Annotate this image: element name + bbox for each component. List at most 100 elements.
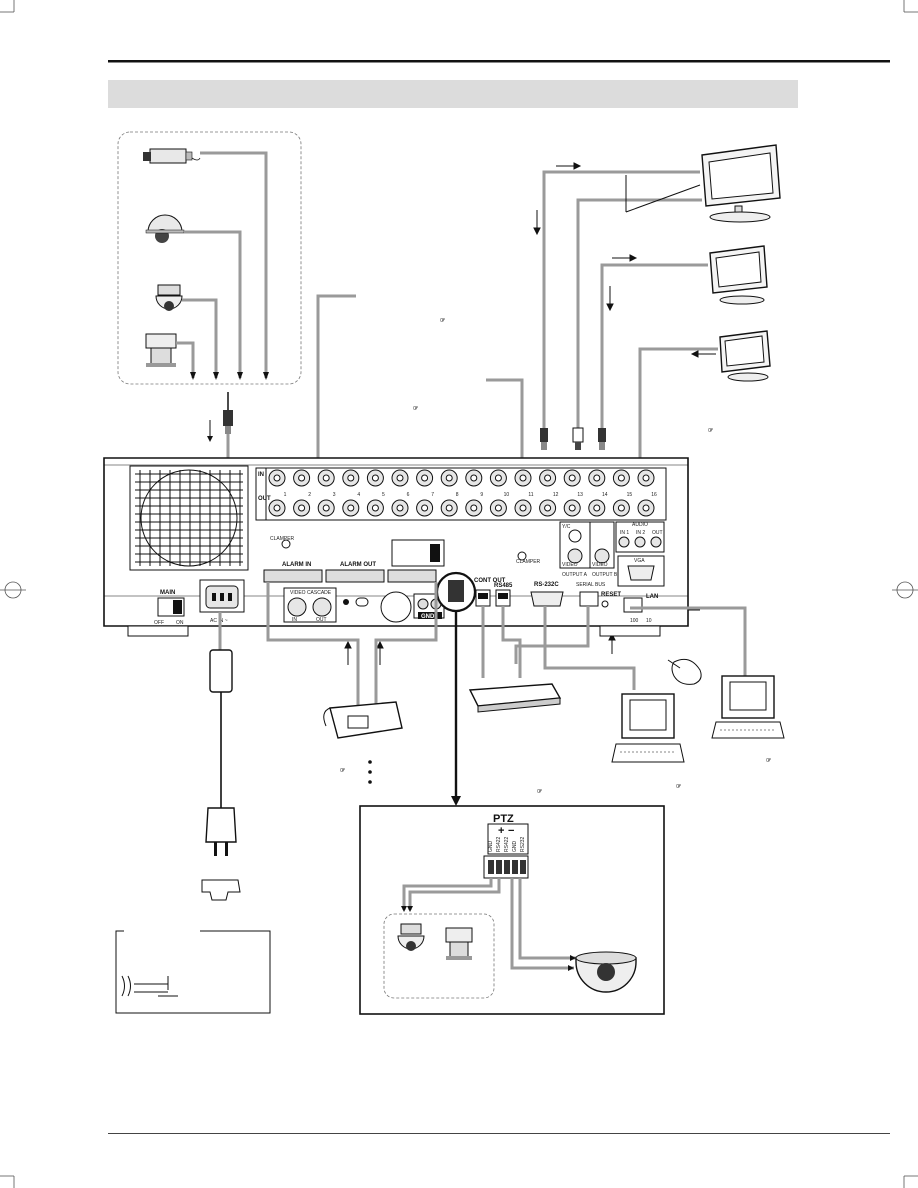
channel-number: 11 bbox=[528, 492, 533, 498]
output-a-section: Y/C VIDEO OUTPUT A bbox=[559, 521, 591, 578]
dome-camera-icon bbox=[575, 951, 637, 993]
remote-terminal[interactable] bbox=[387, 569, 437, 583]
channel-number: 5 bbox=[382, 492, 385, 498]
header-rule bbox=[108, 60, 890, 63]
controller-cables bbox=[481, 606, 522, 678]
channel-number: 7 bbox=[431, 492, 434, 498]
main-label: MAIN bbox=[160, 590, 175, 596]
clamper-switch[interactable] bbox=[517, 551, 527, 561]
ptz-callout-arrow bbox=[451, 796, 461, 806]
bnc-connector-core bbox=[544, 474, 552, 482]
alarm-out-terminal[interactable]: ALARM OUT bbox=[325, 562, 385, 583]
bnc-connector-core bbox=[421, 474, 429, 482]
vga-port[interactable]: VGA bbox=[617, 555, 665, 587]
bnc-connector-core bbox=[445, 474, 453, 482]
wire-spec-note bbox=[115, 927, 271, 1014]
bnc-connector-core bbox=[273, 474, 281, 482]
ptz-title: PTZ bbox=[493, 813, 514, 825]
camera-in-connectors bbox=[268, 469, 655, 487]
ptz-cables bbox=[402, 878, 576, 970]
bnc-connector-core bbox=[347, 474, 355, 482]
channel-number: 3 bbox=[333, 492, 336, 498]
bnc-connector-core bbox=[617, 504, 625, 512]
ptz-pin-label: RS232 bbox=[520, 836, 526, 852]
bnc-connector-core bbox=[494, 474, 502, 482]
channel-number: 1 bbox=[284, 492, 287, 498]
audio-section: AUDIO IN 1 IN 2 OUT bbox=[615, 521, 665, 553]
bnc-plug-icon bbox=[540, 428, 548, 450]
bnc-connector-core bbox=[470, 504, 478, 512]
bnc-connector-core bbox=[445, 504, 453, 512]
bnc-connector-core bbox=[519, 504, 527, 512]
audio-in2-label: IN 2 bbox=[636, 530, 645, 536]
rs232c-label: RS-232C bbox=[534, 582, 559, 588]
audio-out-label: OUT bbox=[652, 530, 663, 536]
reset-button[interactable]: RESET bbox=[601, 592, 621, 608]
off-label: OFF bbox=[154, 620, 164, 626]
clamper-switch[interactable] bbox=[281, 539, 291, 549]
section-title-bar bbox=[108, 80, 798, 108]
computer-icon bbox=[611, 693, 685, 763]
cooling-fan bbox=[129, 465, 249, 571]
rs485-port[interactable]: RS485 bbox=[494, 583, 513, 607]
clamper-label: CLAMPER bbox=[270, 536, 295, 542]
bnc-connector-core bbox=[273, 504, 281, 512]
cont-out-port[interactable]: CONT OUT bbox=[474, 578, 506, 607]
bnc-connector-core bbox=[322, 474, 330, 482]
channel-number: 6 bbox=[407, 492, 410, 498]
computer-icon bbox=[711, 675, 785, 739]
ptz-pin-label: RS422 bbox=[496, 836, 502, 852]
bnc-connector-core bbox=[470, 474, 478, 482]
bnc-connector-core bbox=[568, 474, 576, 482]
camera-out-connectors bbox=[268, 499, 655, 517]
ptz-arrows bbox=[401, 906, 576, 971]
video-cascade-label: VIDEO CASCADE bbox=[290, 590, 332, 596]
bnc-connector-core bbox=[593, 504, 601, 512]
bnc-connector-core bbox=[642, 504, 650, 512]
main-power-switch[interactable]: MAIN OFF ON bbox=[154, 590, 185, 626]
output-a-video-label: VIDEO bbox=[562, 562, 578, 568]
ptz-plus-sign: + bbox=[498, 825, 504, 837]
channel-number: 4 bbox=[357, 492, 360, 498]
yc-plug-icon bbox=[572, 427, 584, 450]
bnc-connector-core bbox=[421, 504, 429, 512]
bnc-connector-core bbox=[371, 504, 379, 512]
channel-number: 14 bbox=[602, 492, 608, 498]
bullet-list bbox=[368, 760, 372, 784]
bnc-plug-icon bbox=[207, 392, 233, 442]
bnc-connector-core bbox=[568, 504, 576, 512]
alarm-out-label: ALARM OUT bbox=[340, 562, 376, 568]
power-plug-icon bbox=[205, 649, 237, 856]
output-b-label: OUTPUT B bbox=[592, 572, 618, 578]
bnc-connector-core bbox=[298, 474, 306, 482]
channel-number: 8 bbox=[456, 492, 459, 498]
lan-port[interactable]: LAN 100 10 bbox=[623, 594, 658, 624]
channel-number: 15 bbox=[627, 492, 633, 498]
plug-adapter-icon bbox=[201, 879, 241, 901]
reference-symbol: ☞ bbox=[537, 789, 542, 795]
pc-cables bbox=[514, 606, 747, 690]
lan-label: LAN bbox=[646, 594, 658, 600]
serial-bus-label: SERIAL BUS bbox=[576, 582, 606, 588]
reset-label: RESET bbox=[601, 592, 621, 598]
camera-group-box bbox=[117, 131, 302, 385]
rs232c-port[interactable]: RS-232C bbox=[530, 582, 564, 607]
audio-knob bbox=[380, 591, 412, 623]
bnc-connector-core bbox=[298, 504, 306, 512]
camera-cables bbox=[176, 151, 268, 378]
footer-rule bbox=[108, 1133, 890, 1134]
yc-label: Y/C bbox=[562, 524, 571, 530]
camera-in-label: IN bbox=[258, 472, 264, 478]
bnc-connector-core bbox=[544, 504, 552, 512]
slot-cover bbox=[355, 597, 369, 607]
output-a-label: OUTPUT A bbox=[562, 572, 588, 578]
camera-icon bbox=[143, 148, 201, 164]
lan-100-label: 100 bbox=[630, 618, 639, 624]
ac-inlet[interactable]: AC IN ~ bbox=[199, 579, 245, 624]
output-b-section: VIDEO OUTPUT B bbox=[589, 521, 618, 578]
channel-number: 9 bbox=[480, 492, 483, 498]
alarm-in-terminal[interactable]: ALARM IN bbox=[263, 562, 323, 583]
cont-out-label: CONT OUT bbox=[474, 578, 506, 584]
